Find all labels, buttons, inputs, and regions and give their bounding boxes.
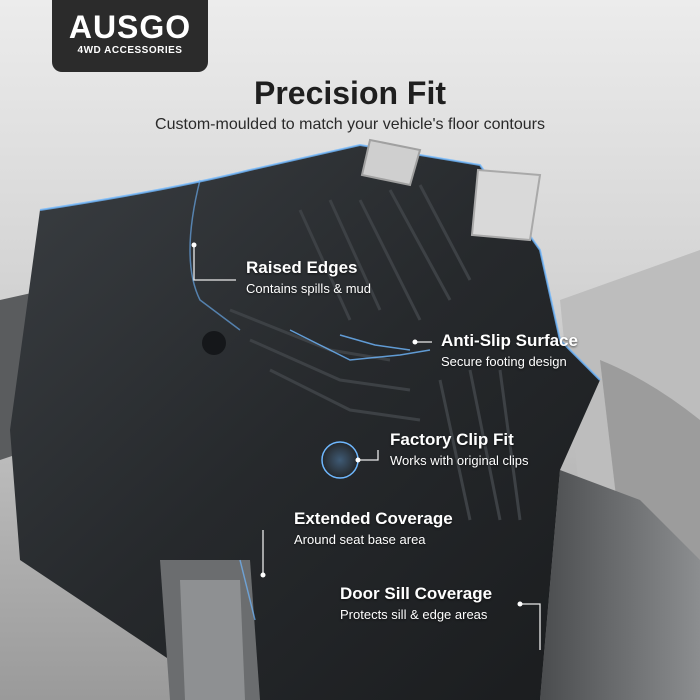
leader-factory-clip	[358, 450, 379, 461]
brake-pedal	[360, 138, 422, 187]
feature-description: Around seat base area	[294, 532, 426, 547]
feature-title: Door Sill Coverage	[340, 584, 493, 603]
retention-clip-hole	[202, 331, 226, 355]
feature-description: Secure footing design	[441, 354, 567, 369]
feature-title: Raised Edges	[246, 258, 358, 277]
callout-anti-slip-surface: Anti-Slip Surface Secure footing design	[441, 330, 578, 371]
factory-clip-highlight	[321, 441, 359, 479]
door-sill-plate	[540, 470, 700, 700]
seat-edge-highlight	[239, 559, 256, 621]
page-title: Precision Fit	[253, 75, 447, 111]
page-subtitle: Custom-moulded to match your vehicle's f…	[155, 116, 545, 133]
brand-tagline: 4WD ACCESSORIES	[77, 45, 183, 56]
callout-extended-coverage: Extended Coverage Around seat base area	[294, 508, 453, 549]
feature-description: Protects sill & edge areas	[340, 607, 488, 622]
callout-factory-clip-fit: Factory Clip Fit Works with original cli…	[390, 429, 528, 470]
brand-name: AUSGO	[68, 9, 192, 45]
leader-raised-edges	[193, 245, 236, 281]
leader-dots	[191, 242, 523, 607]
feature-description: Contains spills & mud	[246, 281, 371, 296]
leader-door-sill	[520, 603, 541, 650]
callout-leader-lines	[193, 245, 541, 650]
floor-mat	[10, 145, 600, 700]
anti-slip-chevron-outline	[289, 329, 431, 361]
feature-title: Factory Clip Fit	[390, 430, 514, 449]
accelerator-pedal	[470, 168, 542, 242]
feature-title: Extended Coverage	[294, 509, 453, 528]
anti-slip-chevron-outline	[339, 334, 411, 351]
brand-logo: AUSGO 4WD ACCESSORIES	[52, 0, 208, 72]
feature-description: Works with original clips	[390, 453, 529, 468]
seat-rail	[180, 580, 245, 700]
tread-pattern	[229, 184, 522, 521]
callout-door-sill-coverage: Door Sill Coverage Protects sill & edge …	[340, 583, 492, 624]
feature-title: Anti-Slip Surface	[441, 331, 578, 350]
callout-raised-edges: Raised Edges Contains spills & mud	[246, 257, 371, 298]
mat-inner-highlight	[189, 179, 241, 331]
